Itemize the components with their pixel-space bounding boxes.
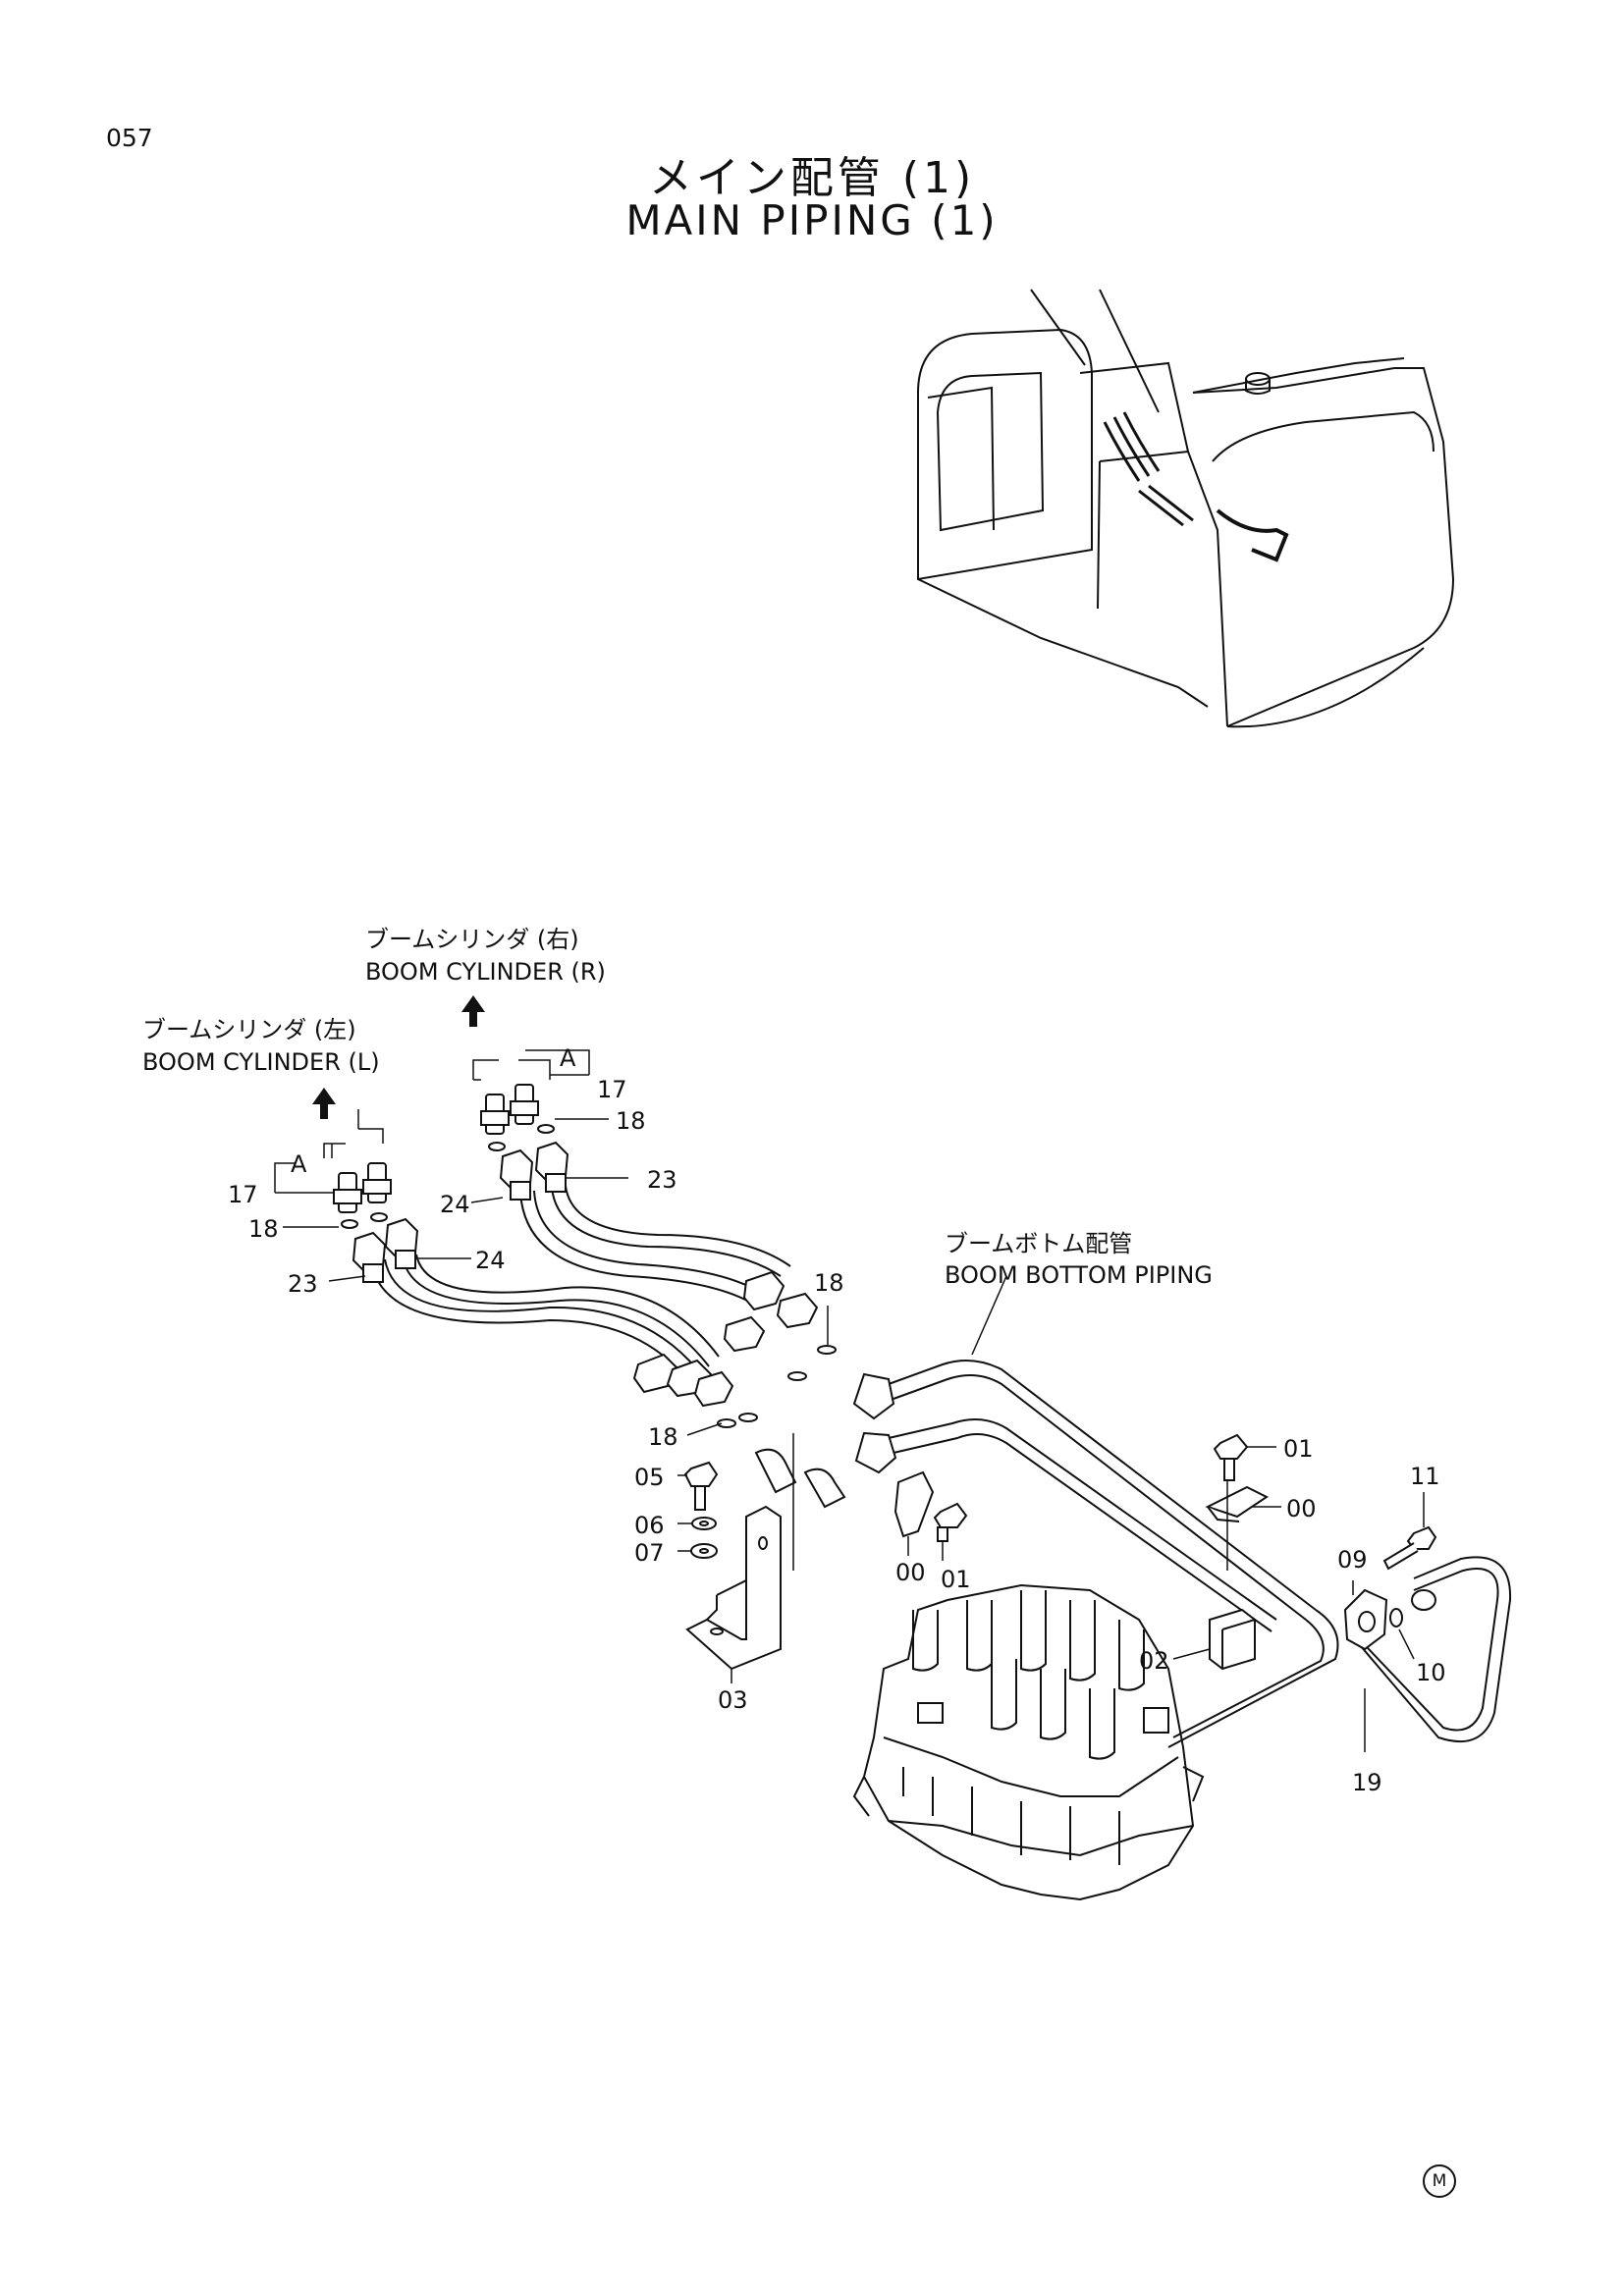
callout-24-left: 24 xyxy=(475,1247,506,1274)
callout-19: 19 xyxy=(1352,1769,1382,1796)
callout-18-left: 18 xyxy=(248,1215,279,1243)
leader-lines xyxy=(275,1050,1424,1752)
label-boom-cylinder-r-jp: ブームシリンダ (右) xyxy=(365,926,579,953)
callout-02: 02 xyxy=(1139,1647,1169,1675)
callout-17-right: 17 xyxy=(597,1076,627,1103)
detail-a-left: A xyxy=(291,1150,307,1178)
control-valve xyxy=(854,1585,1203,1899)
callout-18-right: 18 xyxy=(616,1107,646,1135)
callout-11: 11 xyxy=(1410,1463,1440,1490)
fittings xyxy=(334,1085,895,1507)
hoses xyxy=(371,1186,1510,1747)
machine-overview xyxy=(918,290,1453,726)
callout-00-right: 00 xyxy=(1286,1495,1317,1522)
up-arrow-icon xyxy=(461,995,485,1027)
callout-17-left: 17 xyxy=(228,1181,258,1208)
callout-09: 09 xyxy=(1337,1546,1368,1574)
page-number: 057 xyxy=(106,124,153,152)
callout-23-left: 23 xyxy=(288,1270,318,1298)
label-boom-cylinder-r-en: BOOM CYLINDER (R) xyxy=(365,958,606,986)
callout-05: 05 xyxy=(634,1464,665,1491)
up-arrow-icon xyxy=(312,1088,336,1119)
hardware xyxy=(685,1435,1435,1669)
label-boom-cylinder-l-en: BOOM CYLINDER (L) xyxy=(142,1048,380,1076)
title-japanese: メイン配管 (1) xyxy=(648,153,976,203)
title-english: MAIN PIPING (1) xyxy=(625,196,999,244)
label-boom-bottom-en: BOOM BOTTOM PIPING xyxy=(945,1261,1213,1289)
label-boom-bottom-jp: ブームボトム配管 xyxy=(945,1230,1133,1257)
callout-23-right: 23 xyxy=(647,1166,677,1194)
callout-18-mid: 18 xyxy=(648,1423,678,1451)
callout-18-top: 18 xyxy=(814,1269,844,1297)
detail-a-right: A xyxy=(560,1044,576,1072)
callout-10: 10 xyxy=(1416,1659,1446,1686)
label-boom-cylinder-l-jp: ブームシリンダ (左) xyxy=(142,1016,356,1043)
callout-01-left: 01 xyxy=(941,1566,971,1593)
callout-24-right: 24 xyxy=(440,1191,470,1218)
callout-00-left: 00 xyxy=(895,1559,926,1586)
corner-mark: M xyxy=(1423,2164,1456,2198)
callout-01-right: 01 xyxy=(1283,1435,1314,1463)
callout-07: 07 xyxy=(634,1539,665,1567)
callout-03: 03 xyxy=(718,1686,748,1714)
callout-06: 06 xyxy=(634,1512,665,1539)
